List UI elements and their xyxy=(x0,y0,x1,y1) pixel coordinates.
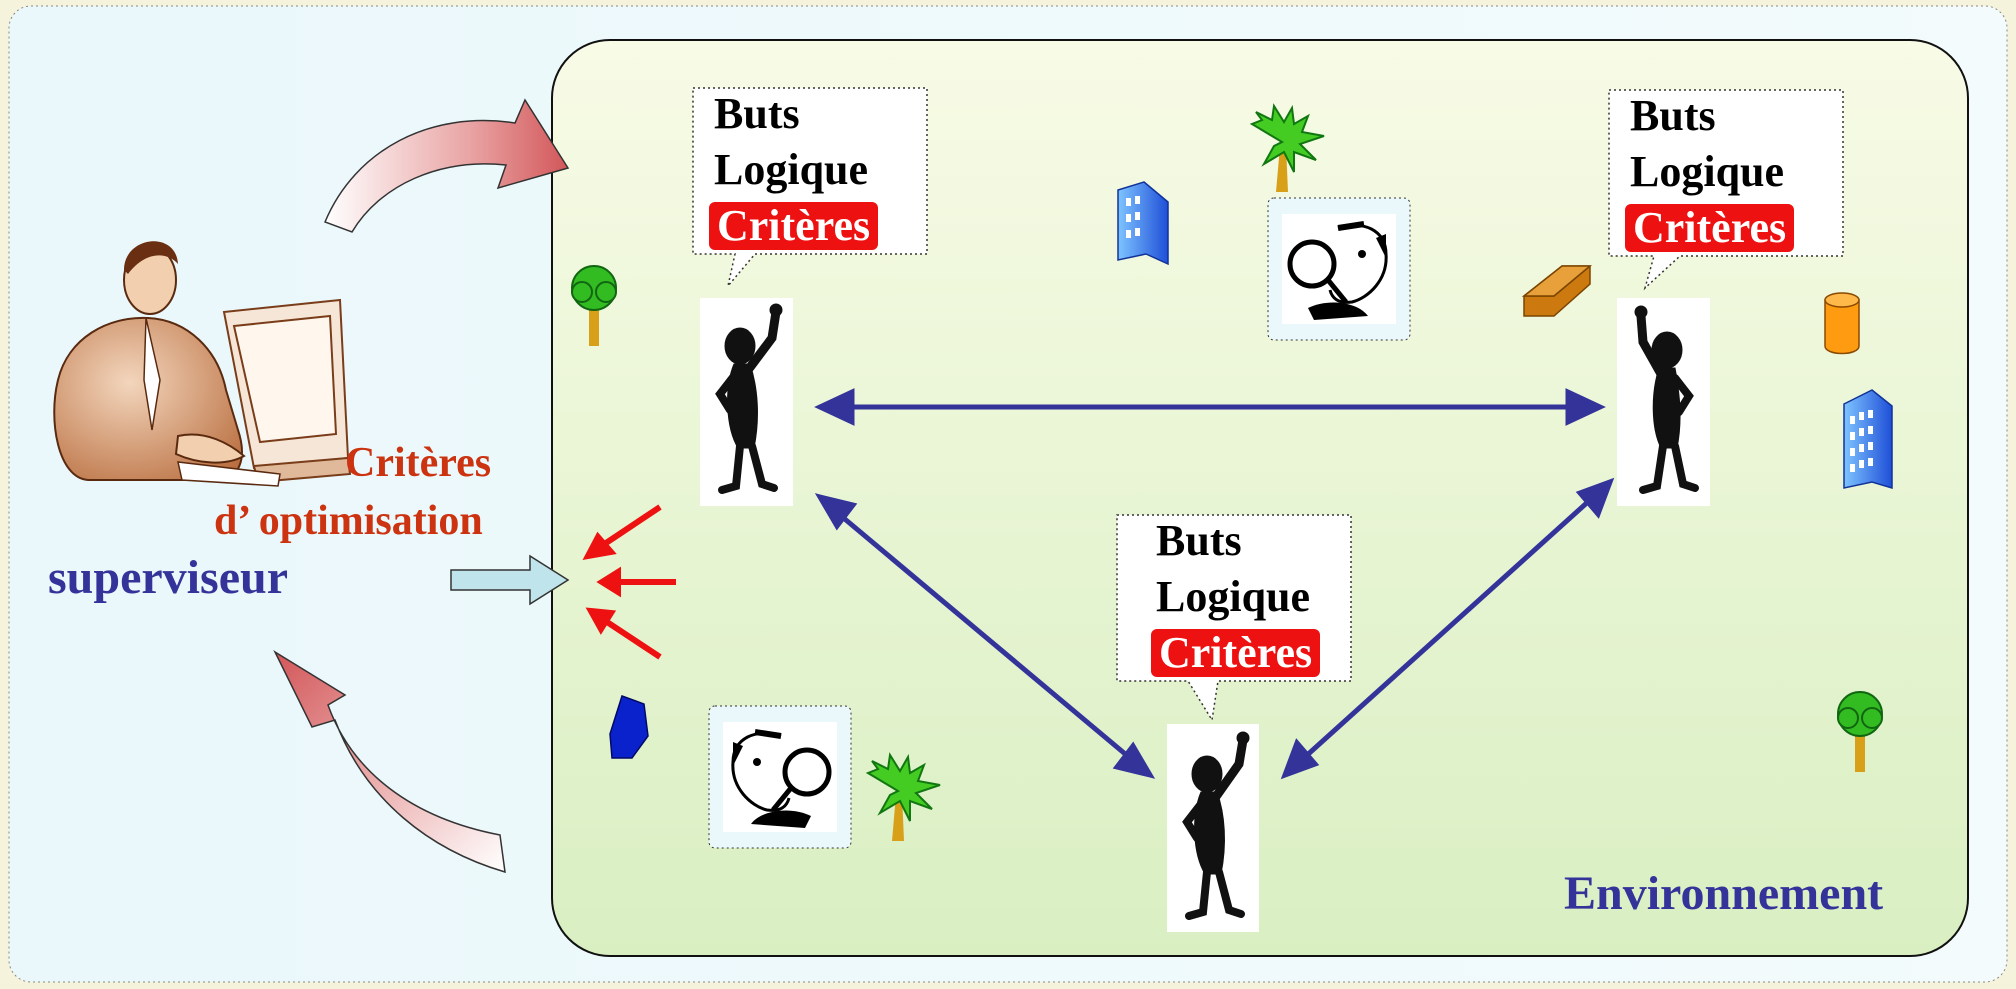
agent-logic-label: Logique xyxy=(1630,147,1785,196)
environment-panel xyxy=(551,39,1969,957)
optimisation-criteria-line1: Critères xyxy=(345,440,492,486)
brick-icon xyxy=(1521,265,1593,317)
agent-criteria-badge: Critères xyxy=(1151,629,1321,677)
stick-figure-icon xyxy=(1167,724,1259,932)
tree-icon xyxy=(1837,691,1883,772)
agent-links xyxy=(814,388,1615,780)
optimisation-criteria-line2: d’ optimisation xyxy=(214,498,483,544)
environment-label: Environnement xyxy=(1564,867,1884,920)
input-arrow xyxy=(450,554,570,606)
agent-criteria-badge: Critères xyxy=(1625,204,1795,252)
agent-goal-label: Buts xyxy=(1630,91,1716,140)
agent-goal-label: Buts xyxy=(714,89,800,138)
barrel-icon xyxy=(1824,292,1860,355)
stick-figure-icon xyxy=(700,298,793,506)
supervisor-label: superviseur xyxy=(48,551,288,604)
agent-logic-label: Logique xyxy=(714,145,869,194)
stick-figure-icon xyxy=(1617,298,1710,506)
curved-arrow-bottom xyxy=(273,649,506,874)
palm-tree-icon xyxy=(865,752,941,841)
agent-criteria-badge: Critères xyxy=(709,202,879,250)
observer-magnifier-icon xyxy=(1267,197,1411,341)
person-at-computer-icon xyxy=(53,241,352,487)
curved-arrow-top xyxy=(324,98,570,233)
building-icon xyxy=(1117,181,1169,266)
agent-logic-label: Logique xyxy=(1156,572,1311,621)
agent-goal-label: Buts xyxy=(1156,516,1242,565)
gem-icon xyxy=(609,695,649,759)
tree-icon xyxy=(571,265,617,346)
palm-tree-icon xyxy=(1249,103,1325,192)
building-icon xyxy=(1843,389,1893,490)
observer-magnifier-icon xyxy=(708,705,852,849)
red-arrows xyxy=(582,504,676,660)
